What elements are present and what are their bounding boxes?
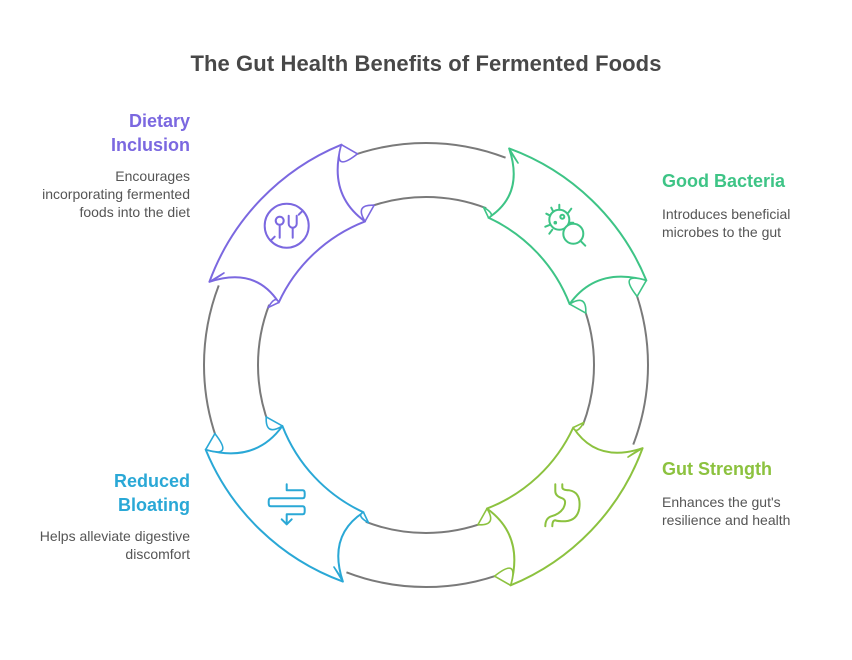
arrow-flap bbox=[477, 508, 492, 526]
ring-inner-arc bbox=[581, 304, 595, 426]
arrow-flap bbox=[208, 272, 225, 283]
ring-outer-arc bbox=[346, 571, 506, 588]
stage-dietary-inclusion: Dietary Inclusion Encourages incorporati… bbox=[10, 109, 190, 221]
stage-description: Encourages incorporating fermented foods… bbox=[42, 168, 190, 220]
diagram-title: The Gut Health Benefits of Fermented Foo… bbox=[190, 51, 662, 76]
arrow-block-shape bbox=[204, 424, 365, 583]
stage-description: Helps alleviate digestive discomfort bbox=[39, 528, 190, 562]
arrow-block-reduced-bloating bbox=[204, 416, 370, 583]
arrow-flap bbox=[627, 447, 644, 458]
arrow-flap bbox=[569, 299, 587, 314]
ring-outer-arc bbox=[632, 285, 649, 445]
arrow-flap bbox=[508, 147, 519, 164]
ring-inner-arc bbox=[365, 195, 487, 210]
arrow-block-shape bbox=[208, 143, 367, 304]
heading-line: Reduced bbox=[113, 471, 190, 491]
stage-description: Introduces beneficial microbes to the gu… bbox=[662, 206, 791, 240]
arrow-block-dietary-inclusion bbox=[208, 143, 375, 309]
microbe-magnifier-icon bbox=[544, 203, 587, 247]
heading-line: Bloating bbox=[118, 495, 190, 515]
stage-gut-strength: Gut Strength Enhances the gut's resilien… bbox=[662, 457, 842, 529]
stage-heading: Dietary Inclusion bbox=[10, 109, 190, 157]
arrow-flap bbox=[360, 204, 375, 222]
utensils-circle-icon bbox=[263, 202, 310, 249]
arrow-flap bbox=[265, 416, 283, 431]
stage-reduced-bloating: Reduced Bloating Helps alleviate digesti… bbox=[10, 469, 190, 563]
ring-outer-arc bbox=[203, 285, 220, 445]
stage-good-bacteria: Good Bacteria Introduces beneficial micr… bbox=[662, 169, 842, 241]
stage-heading: Gut Strength bbox=[662, 457, 842, 481]
arrow-flap bbox=[482, 206, 493, 219]
stage-description: Enhances the gut's resilience and health bbox=[662, 494, 791, 528]
arrow-flap bbox=[338, 143, 359, 163]
ring-inner-arc bbox=[365, 520, 487, 534]
arrow-flap bbox=[359, 511, 370, 524]
ring-outer-arc bbox=[346, 142, 506, 159]
intestine-flow-icon bbox=[267, 483, 306, 526]
cycle-arrows bbox=[204, 143, 648, 587]
arrow-flap bbox=[628, 277, 648, 298]
stage-heading: Good Bacteria bbox=[662, 169, 842, 193]
stage-heading: Reduced Bloating bbox=[10, 469, 190, 517]
arrow-flap bbox=[572, 421, 585, 432]
stomach-icon bbox=[544, 483, 581, 528]
heading-line: Inclusion bbox=[110, 135, 190, 155]
arrow-flap bbox=[204, 432, 224, 453]
heading-line: Gut Strength bbox=[662, 459, 772, 479]
arrow-flap bbox=[333, 566, 344, 583]
arrow-block-good-bacteria bbox=[482, 147, 648, 314]
heading-line: Good Bacteria bbox=[662, 171, 786, 191]
heading-line: Dietary bbox=[128, 111, 190, 131]
arrow-flap bbox=[267, 298, 280, 309]
arrow-block-gut-strength bbox=[477, 421, 644, 587]
ring-inner-arc bbox=[256, 304, 271, 426]
arrow-flap bbox=[493, 567, 514, 587]
cycle-ring bbox=[203, 142, 649, 588]
